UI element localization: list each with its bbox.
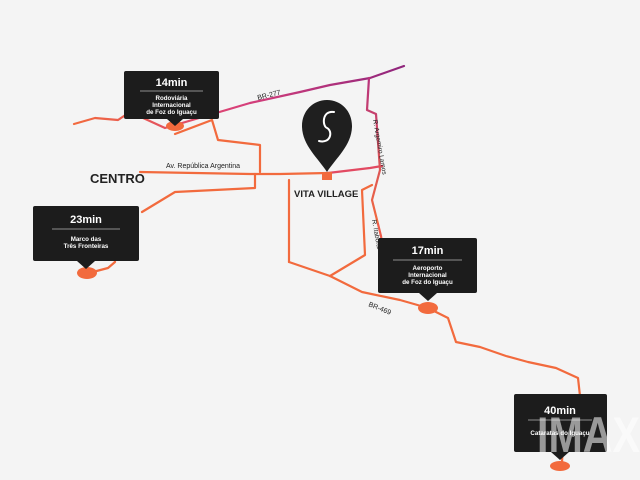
- imax-watermark: IMAX: [537, 407, 640, 463]
- road-republica-argentina-east: [326, 164, 384, 175]
- callout-box: [514, 394, 607, 452]
- map-pin-icon: [302, 100, 352, 172]
- callout-pointer: [419, 293, 437, 301]
- s-curve-logo-icon: [318, 110, 335, 143]
- destination-callout-cataratas[interactable]: 40min Cataratas do Iguaçu: [514, 394, 607, 471]
- destination-time: 40min: [544, 405, 576, 417]
- road-bus-station-spur: [173, 118, 262, 174]
- destination-name-line: Cataratas do Iguaçu: [530, 430, 589, 437]
- vita-village-label: VITA VILLAGE: [294, 189, 358, 200]
- orange-dot-icon: [77, 267, 97, 279]
- destination-name-line: Internacional: [152, 102, 191, 109]
- destination-name-line: de Foz do Iguaçu: [146, 109, 197, 116]
- destination-name-line: de Foz do Iguaçu: [402, 279, 453, 286]
- destination-callout-rodoviaria[interactable]: 14min Rodoviária Internacional de Foz do…: [124, 71, 219, 131]
- callout-box: [33, 206, 139, 261]
- destination-time: 17min: [412, 245, 444, 257]
- destination-name-line: Aeroporto: [413, 265, 443, 272]
- destination-time: 23min: [70, 214, 102, 226]
- callout-pointer: [551, 452, 569, 460]
- orange-dot-icon: [418, 302, 438, 314]
- road-label-republica: Av. República Argentina: [166, 163, 240, 170]
- road-republica-argentina: [138, 170, 330, 176]
- destination-callout-aeroporto[interactable]: 17min Aeroporto Internacional de Foz do …: [378, 238, 477, 314]
- vita-village-dot: [322, 172, 332, 180]
- road-diagonal-link: [328, 183, 374, 278]
- destination-callout-marco[interactable]: 23min Marco das Três Fronteiras: [33, 206, 139, 279]
- vita-village-marker[interactable]: [302, 100, 352, 180]
- destination-name-line: Três Fronteiras: [64, 243, 109, 250]
- callout-pointer: [167, 119, 183, 126]
- destination-name-line: Rodoviária: [156, 95, 189, 102]
- orange-dot-icon: [550, 461, 570, 471]
- destination-name-line: Internacional: [408, 272, 447, 279]
- road-argemiro-lamos: [365, 76, 382, 226]
- callout-box: [124, 71, 219, 119]
- destination-name-line: Marco das: [71, 236, 102, 243]
- callout-pointer: [77, 261, 95, 269]
- callout-box: [378, 238, 477, 293]
- road-three-borders: [140, 172, 257, 214]
- district-label-centro: CENTRO: [90, 171, 145, 186]
- destination-time: 14min: [156, 77, 188, 89]
